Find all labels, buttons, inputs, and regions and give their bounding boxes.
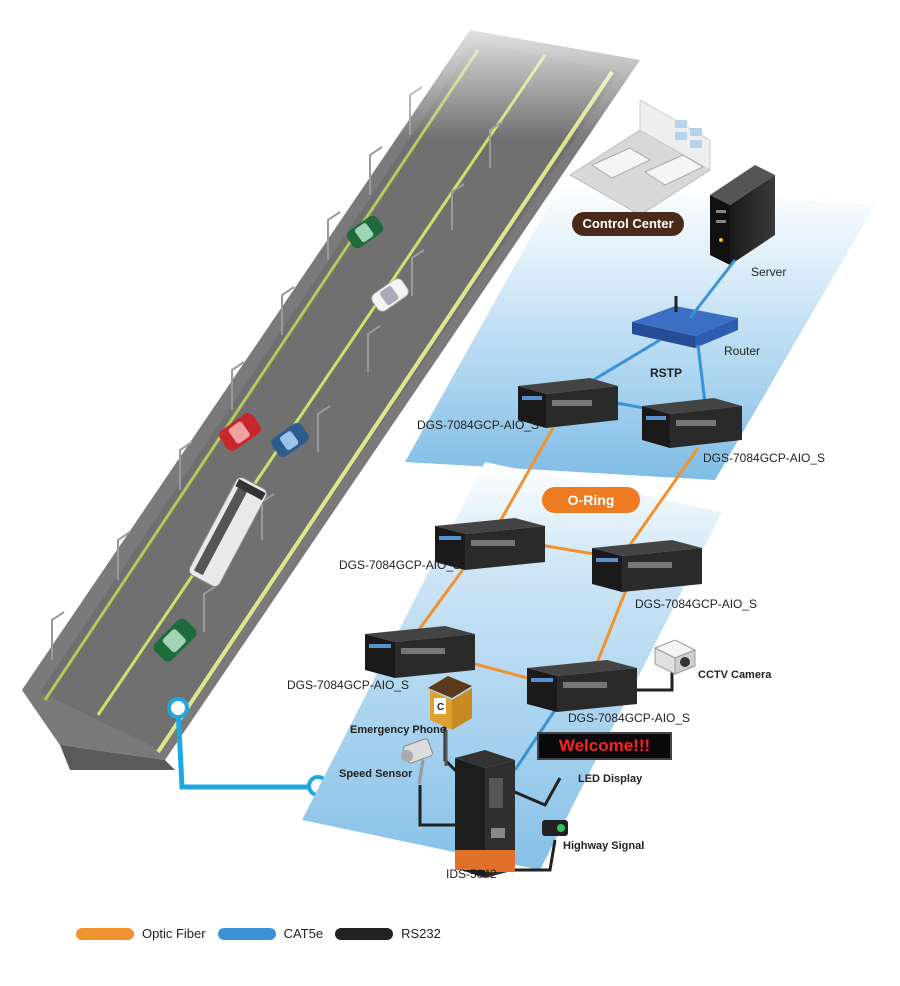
legend: Optic Fiber CAT5e RS232 [76, 926, 453, 941]
fiber-ring-left [413, 559, 472, 636]
car-green-bottom [153, 618, 197, 662]
switch-ring-bottom-right [527, 660, 637, 712]
emergency-phone: C [428, 676, 472, 766]
highway [0, 0, 640, 770]
cat5e-swatch [217, 927, 276, 940]
rs232-speed-sensor [418, 785, 460, 827]
led-display-label: LED Display [578, 773, 643, 785]
legend-optic-fiber-label: Optic Fiber [142, 926, 206, 941]
legend-rs232: RS232 [335, 926, 441, 941]
legend-cat5e-label: CAT5e [283, 926, 324, 941]
legend-rs232-label: RS232 [401, 926, 441, 941]
led-display-text: Welcome!!! [558, 736, 651, 755]
oring-pill: O-Ring [542, 487, 640, 513]
rs232-led [509, 777, 562, 807]
car-white [371, 278, 409, 312]
link-server-router [688, 259, 737, 319]
ids-label: IDS-5042 [446, 867, 497, 881]
link-router-switch-right [696, 344, 707, 404]
server-label: Server [751, 265, 787, 279]
svg-text:C: C [437, 702, 444, 713]
lane-divider [96, 54, 547, 716]
highway-deck-top [40, 42, 620, 750]
rstp-label: RSTP [650, 366, 683, 380]
highway-under [60, 745, 175, 770]
ids-device [455, 750, 515, 878]
link-router-switch-left [584, 338, 661, 387]
switch-rstp-left-label: DGS-7084GCP-AIO_S [417, 418, 540, 432]
router [632, 296, 738, 348]
switch-ring-bottom-left-label: DGS-7084GCP-AIO_S [287, 678, 410, 692]
bus [188, 477, 268, 587]
optic-fiber-swatch [76, 927, 134, 940]
switch-ring-top-left-label: DGS-7084GCP-AIO_S [339, 558, 462, 572]
cctv-camera [653, 639, 697, 675]
legend-optic-fiber: Optic Fiber [76, 926, 206, 941]
switch-ring-top-right [592, 540, 702, 592]
car-green-top [346, 215, 384, 249]
car-red [219, 413, 261, 451]
led-display [537, 732, 672, 760]
vehicles [153, 215, 409, 662]
cctv-camera-label: CCTV Camera [698, 669, 772, 681]
router-label: Router [724, 344, 761, 358]
rs232-swatch [335, 927, 394, 940]
switch-rstp-left [518, 378, 618, 428]
control-center-pill: Control Center [572, 212, 684, 236]
rs232-cctv [635, 665, 674, 692]
legend-cat5e: CAT5e [217, 926, 324, 941]
fiber-ring-right [593, 584, 630, 669]
switch-rstp-right [642, 398, 742, 448]
fiber-rstp-left-to-ring [496, 427, 555, 526]
control-room [569, 99, 711, 216]
switch-ring-top-left [435, 518, 545, 570]
road-link-node-top [167, 697, 189, 719]
fiber-rstp-right-to-ring [628, 447, 700, 546]
speed-sensor-label: Speed Sensor [339, 768, 413, 780]
speed-sensor [401, 738, 433, 785]
server [710, 165, 775, 265]
switch-ring-bottom-left [365, 626, 475, 678]
switch-ring-top-right-label: DGS-7084GCP-AIO_S [635, 597, 758, 611]
car-blue [271, 423, 309, 457]
switch-ring-bottom-right-label: DGS-7084GCP-AIO_S [568, 711, 691, 725]
highway-signal-label: Highway Signal [563, 840, 645, 852]
switches [365, 378, 742, 712]
emergency-phone-label: Emergency Phone [350, 724, 446, 736]
fiber-ring-top [539, 543, 601, 557]
switch-rstp-right-label: DGS-7084GCP-AIO_S [703, 451, 826, 465]
highway-signal [542, 820, 568, 836]
